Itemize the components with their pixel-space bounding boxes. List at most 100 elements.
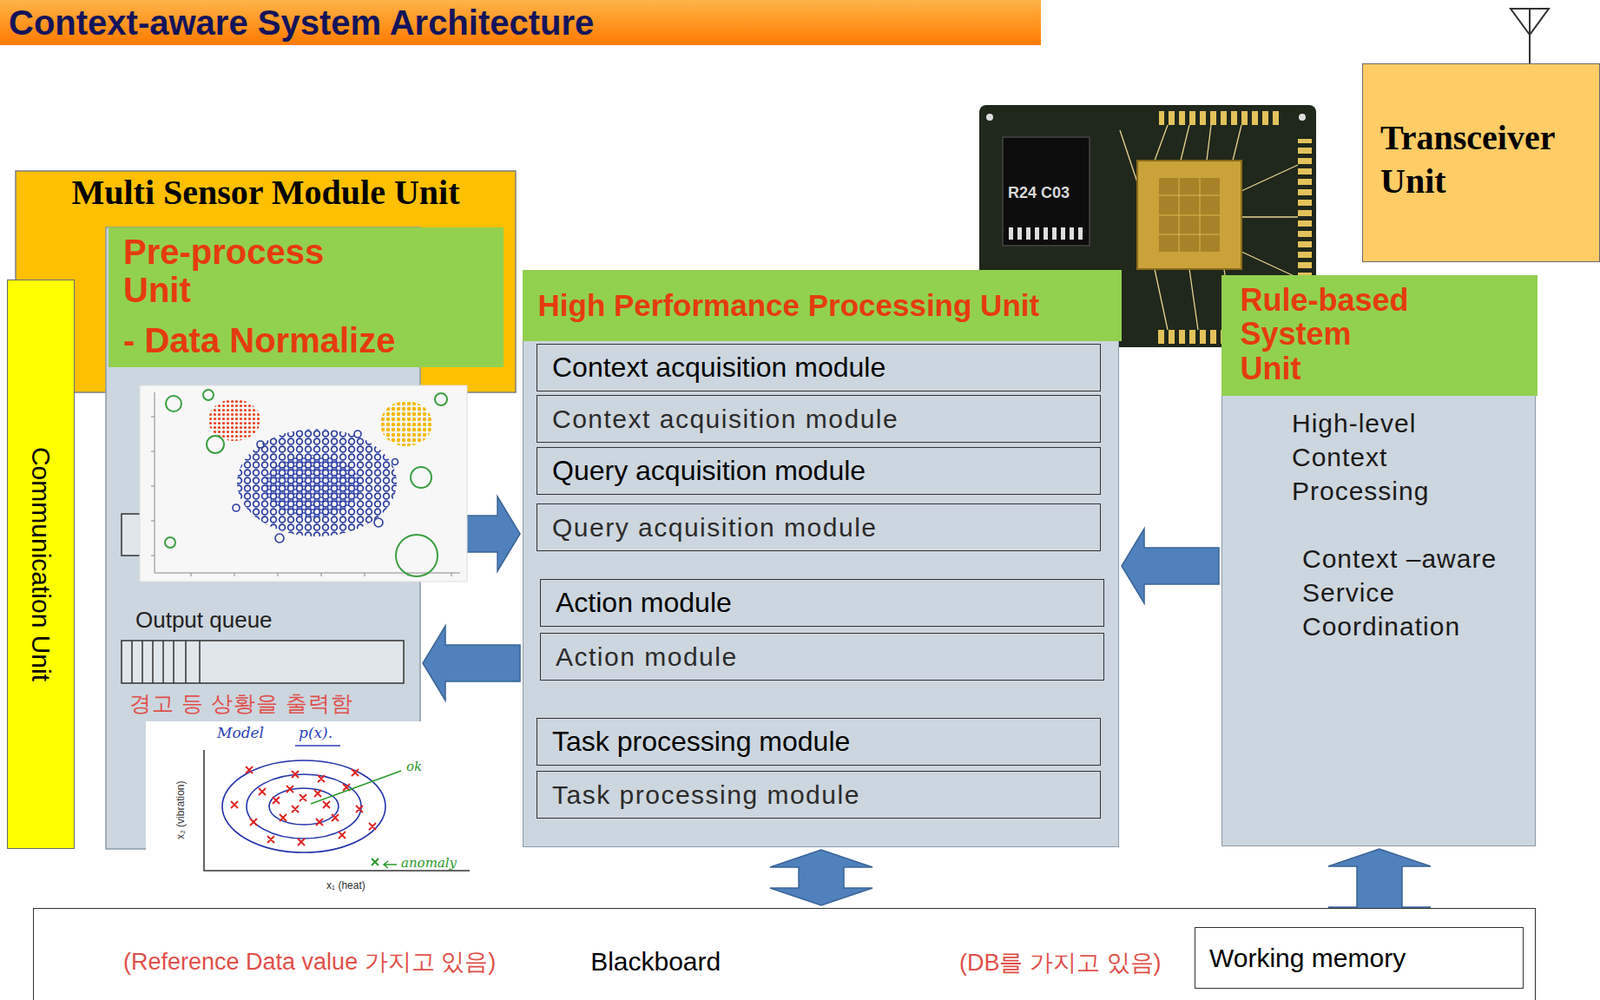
anomaly-plot bbox=[310, 770, 402, 804]
block-arrow bbox=[770, 849, 873, 906]
unit-title: High Performance Processing Unit bbox=[538, 287, 1041, 324]
antenna-symbol bbox=[1510, 8, 1549, 64]
module-label: Query acquisition module bbox=[552, 454, 866, 488]
scatter-plot bbox=[139, 385, 468, 582]
anomaly-plot bbox=[383, 861, 397, 869]
module-label: Action module bbox=[555, 586, 732, 619]
module-box: Context acquisition module bbox=[536, 395, 1101, 443]
scatter-plot bbox=[264, 454, 361, 518]
block-arrow bbox=[422, 625, 521, 701]
note-text: 경고 등 상황을 출력함 bbox=[129, 691, 354, 716]
handwritten-note: anomaly bbox=[401, 855, 457, 871]
store-label: Blackboard bbox=[590, 947, 721, 977]
scatter-plot bbox=[164, 537, 176, 548]
scatter-plot bbox=[392, 459, 399, 466]
module-box: Task processing module bbox=[536, 770, 1101, 819]
module-box: Query acquisition module bbox=[536, 503, 1101, 552]
unit-panel: Pre-process Unit - Data Normalize bbox=[105, 227, 421, 850]
module-label: Task processing module bbox=[552, 779, 861, 811]
header-band: High Performance Processing Unit bbox=[522, 269, 1122, 342]
scatter-plot bbox=[232, 504, 240, 512]
label-slot: anomaly bbox=[401, 855, 457, 871]
scatter-plot bbox=[256, 441, 264, 448]
scatter-plot bbox=[164, 389, 448, 577]
scatter-plot bbox=[374, 518, 383, 527]
antenna-symbol bbox=[1510, 8, 1549, 64]
scatter-plot bbox=[232, 430, 399, 543]
handwritten-note: ok bbox=[406, 758, 422, 775]
scatter-plot bbox=[203, 389, 214, 401]
scatter-plot bbox=[139, 385, 468, 582]
chip-photo bbox=[1002, 137, 1090, 246]
unit-title: Pre-process Unit bbox=[123, 232, 376, 310]
module-label: Task processing module bbox=[552, 724, 850, 758]
queue-label: Output queue bbox=[135, 606, 273, 633]
scatter-plot bbox=[208, 399, 261, 442]
scatter-plot bbox=[354, 430, 362, 438]
queue-box bbox=[121, 640, 404, 684]
unit-title: Transceiver Unit bbox=[1380, 116, 1581, 204]
module-label: Action module bbox=[555, 641, 738, 673]
axis-label: x₁ (heat) bbox=[326, 879, 366, 892]
module-box: Context acquisition module bbox=[536, 343, 1101, 392]
scatter-plot bbox=[165, 395, 182, 412]
title-bar: Context-aware System Architecture bbox=[0, 0, 1041, 46]
unit-title: Communication Unit bbox=[25, 447, 57, 682]
scatter-plot bbox=[237, 428, 397, 537]
axis-label: x₂ (vibration) bbox=[175, 780, 188, 839]
label-slot: x₁ (heat) bbox=[326, 876, 366, 893]
label-slot: Model bbox=[217, 724, 264, 742]
anomaly-plot bbox=[145, 721, 473, 898]
scatter-plot bbox=[275, 533, 284, 543]
anomaly-plot bbox=[371, 858, 379, 866]
unit-text: Context –aware Service Coordination bbox=[1302, 541, 1511, 644]
scatter-plot bbox=[151, 392, 461, 577]
storage-band: (Reference Data value 가지고 있음) Blackboard W… bbox=[32, 908, 1536, 1000]
label-slot: p(x). bbox=[298, 724, 333, 742]
chip-photo bbox=[1158, 111, 1281, 126]
scatter-plot bbox=[395, 534, 438, 577]
chip-photo bbox=[1298, 113, 1306, 121]
unit-text: Rule-based System Unit bbox=[1240, 283, 1415, 387]
chip-photo bbox=[1007, 227, 1086, 240]
label-slot: Output queue bbox=[135, 606, 273, 634]
module-box: Query acquisition module bbox=[536, 447, 1101, 495]
anomaly-plot bbox=[230, 766, 376, 846]
store-label: Working memory bbox=[1209, 942, 1406, 975]
unit-panel: High Performance Processing UnitContext … bbox=[522, 269, 1120, 848]
module-label: Context acquisition module bbox=[552, 403, 899, 435]
unit-title: Multi Sensor Module Unit bbox=[71, 173, 460, 212]
label-slot: (DB를 가지고 있음) bbox=[959, 948, 1162, 978]
memory-box: Working memory bbox=[1194, 927, 1524, 989]
anomaly-plot bbox=[222, 760, 386, 853]
title-text: Context-aware System Architecture bbox=[8, 0, 594, 46]
handwritten-note: Model bbox=[217, 724, 264, 742]
scatter-plot bbox=[380, 401, 433, 447]
unit-title: - Data Normalize bbox=[123, 321, 396, 360]
unit-panel: Rule-based System UnitHigh-level Context… bbox=[1221, 275, 1536, 847]
queue-box bbox=[121, 640, 404, 684]
module-label: Context acquisition module bbox=[552, 350, 886, 384]
module-box: Action module bbox=[539, 579, 1105, 627]
header-band: Rule-based System Unit bbox=[1221, 275, 1538, 396]
chip-photo bbox=[1158, 177, 1220, 252]
label-slot: ok bbox=[406, 758, 422, 775]
chip-marking: R24 C03 bbox=[1007, 184, 1070, 202]
scatter-plot bbox=[206, 435, 224, 454]
chip-photo bbox=[986, 113, 994, 121]
handwritten-note: p(x). bbox=[298, 724, 333, 742]
queue-box bbox=[131, 640, 200, 684]
scatter-plot bbox=[410, 467, 432, 488]
scatter-plot bbox=[434, 393, 448, 406]
unit-fill bbox=[15, 171, 516, 393]
chip-photo bbox=[1137, 160, 1242, 270]
store-label: (Reference Data value 가지고 있음) bbox=[123, 947, 496, 977]
header-band: Pre-process Unit - Data Normalize bbox=[108, 227, 504, 368]
unit-bar: Communication Unit bbox=[6, 279, 75, 850]
module-box: Action module bbox=[539, 632, 1105, 681]
note-text: (DB를 가지고 있음) bbox=[959, 949, 1162, 976]
label-slot: 경고 등 상황을 출력함 bbox=[129, 690, 354, 717]
anomaly-plot bbox=[295, 744, 341, 747]
module-box: Task processing module bbox=[536, 717, 1101, 766]
